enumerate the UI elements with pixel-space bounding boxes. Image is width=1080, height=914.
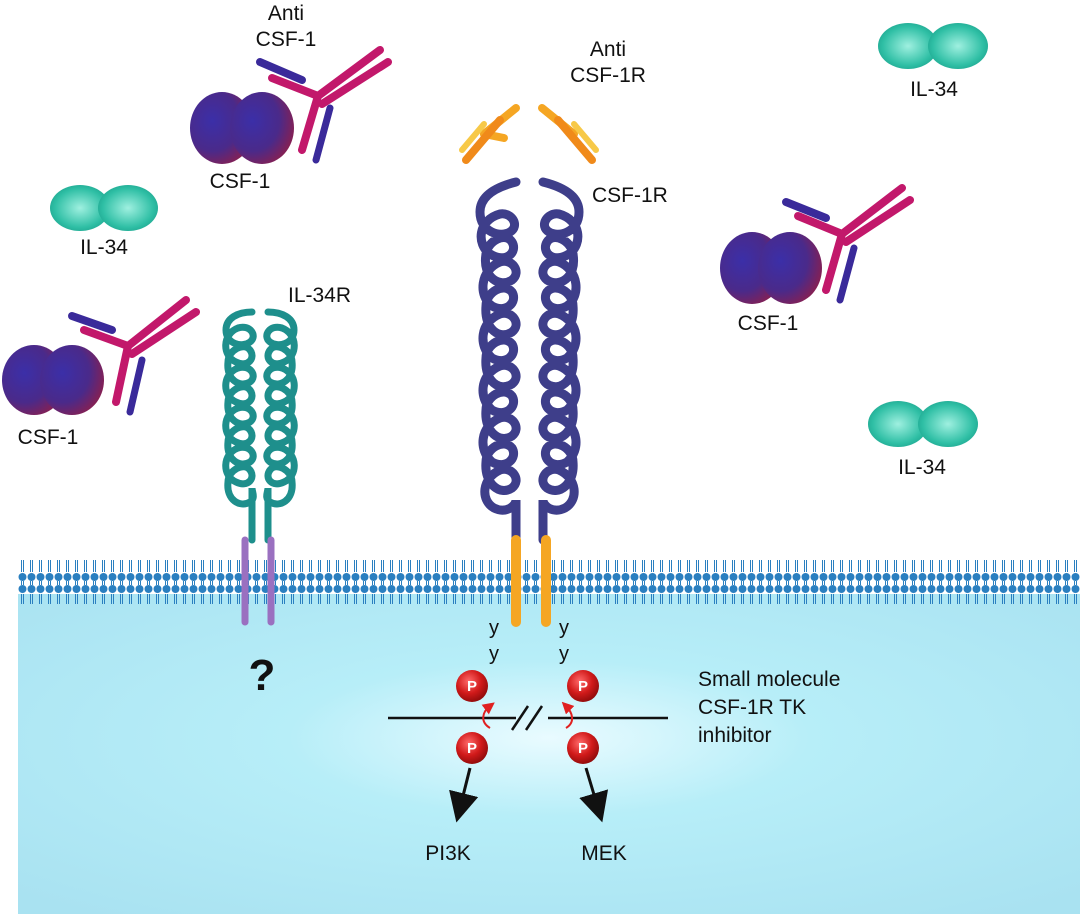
label-il34-c: IL-34 <box>898 456 946 479</box>
phosphate-top-right: P <box>567 670 599 702</box>
anti-csf1-antibody-left <box>68 296 200 416</box>
label-anti-csf1r-line2: CSF-1R <box>570 64 646 87</box>
tyrosine-right-1: y <box>559 617 569 639</box>
label-inhibitor-line2: CSF-1R TK <box>698 696 806 719</box>
label-csf1-a: CSF-1 <box>210 170 271 193</box>
label-inhibitor-line3: inhibitor <box>698 724 772 747</box>
label-anti-csf1-line1: Anti <box>268 2 304 25</box>
phosphate-bottom-right: P <box>567 732 599 764</box>
tyrosine-left-1: y <box>489 617 499 639</box>
label-inhibitor-line1: Small molecule <box>698 668 840 691</box>
inhibitor-barrier <box>388 705 668 731</box>
svg-text:P: P <box>467 740 477 757</box>
tyrosine-right-2: y <box>559 643 569 665</box>
anti-csf1-antibody-right <box>782 184 914 304</box>
label-csf1r: CSF-1R <box>592 184 668 207</box>
unknown-signaling-question: ? <box>249 651 276 700</box>
label-anti-csf1r-line1: Anti <box>590 38 626 61</box>
svg-text:P: P <box>467 678 477 695</box>
cytoplasm <box>18 594 1080 914</box>
arrow-to-pi3k <box>449 767 479 823</box>
label-il34-b: IL-34 <box>910 78 958 101</box>
anti-csf1-antibody-top <box>256 46 392 164</box>
label-anti-csf1-line2: CSF-1 <box>256 28 317 51</box>
csf1r-receptor <box>475 177 584 627</box>
il34-ligand-c <box>868 401 978 447</box>
label-pi3k: PI3K <box>425 842 471 865</box>
label-il34r: IL-34R <box>288 284 351 307</box>
label-mek: MEK <box>581 842 627 865</box>
svg-text:P: P <box>578 678 588 695</box>
svg-text:P: P <box>578 740 588 757</box>
csf1-ligand-a <box>190 92 294 164</box>
arrow-to-mek <box>579 767 609 823</box>
phospho-arrow-left <box>481 702 495 729</box>
il34-ligand-b <box>878 23 988 69</box>
il34-ligand-a <box>50 185 158 231</box>
label-csf1-c: CSF-1 <box>18 426 79 449</box>
il34r-receptor <box>222 308 298 626</box>
csf1-ligand-b <box>720 232 822 304</box>
phosphate-top-left: P <box>456 670 488 702</box>
csf1-ligand-c <box>2 345 104 415</box>
anti-csf1r-antibody <box>459 28 599 164</box>
label-il34-a: IL-34 <box>80 236 128 259</box>
phosphate-bottom-left: P <box>456 732 488 764</box>
phospho-arrow-right <box>561 701 575 729</box>
label-csf1-b: CSF-1 <box>738 312 799 335</box>
tyrosine-left-2: y <box>489 643 499 665</box>
